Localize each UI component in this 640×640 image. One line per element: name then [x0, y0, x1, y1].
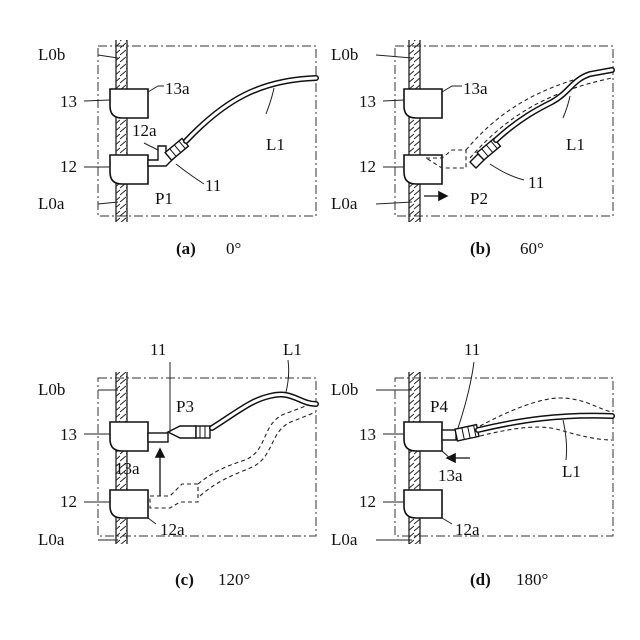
label-l0b: L0b: [38, 45, 65, 64]
label-l1: L1: [283, 340, 302, 359]
ghost-plug: [150, 484, 198, 508]
caption-angle: 0°: [226, 239, 241, 258]
cable-l1: [496, 70, 612, 140]
plug-11: [168, 426, 210, 438]
caption-letter: (d): [470, 570, 491, 589]
rail: [116, 40, 127, 222]
label-l0a: L0a: [331, 530, 358, 549]
label-l0b: L0b: [38, 380, 65, 399]
label-11: 11: [205, 176, 221, 195]
panel-d: 11 L0b P4 13 13a L1 12 12a L0a (d) 180°: [331, 340, 613, 589]
caption-letter: (a): [176, 239, 196, 258]
ghost-cable: [198, 402, 316, 484]
caption-angle: 60°: [520, 239, 544, 258]
rail: [409, 40, 420, 222]
label-11: 11: [528, 173, 544, 192]
connector-block-13: [110, 89, 148, 118]
caption-angle: 120°: [218, 570, 250, 589]
panel-a: L0b 13 13a 12a 12 L0a P1 11 L1 (a) 0°: [38, 40, 316, 258]
ghost-cable: [480, 398, 612, 426]
label-11: 11: [464, 340, 480, 359]
connector-block-12: [404, 155, 442, 184]
caption-angle: 180°: [516, 570, 548, 589]
caption-letter: (c): [175, 570, 194, 589]
caption-letter: (b): [470, 239, 491, 258]
label-12: 12: [359, 157, 376, 176]
label-position: P2: [470, 189, 488, 208]
label-l1: L1: [266, 135, 285, 154]
label-l0b: L0b: [331, 380, 358, 399]
label-13a: 13a: [438, 466, 463, 485]
label-12a: 12a: [455, 520, 480, 539]
label-position: P4: [430, 397, 448, 416]
connector-13a: [442, 430, 456, 440]
label-12a: 12a: [132, 121, 157, 140]
label-11: 11: [150, 340, 166, 359]
label-13a: 13a: [115, 459, 140, 478]
connector-block-13: [110, 422, 148, 451]
label-13a: 13a: [165, 79, 190, 98]
connector-block-12: [110, 490, 148, 518]
panel-b: L0b 13 13a 12 L0a P2 11 L1 (b) 60°: [331, 40, 613, 258]
label-12: 12: [60, 492, 77, 511]
label-12: 12: [60, 157, 77, 176]
connector-block-12: [404, 490, 442, 518]
label-13a: 13a: [463, 79, 488, 98]
label-12: 12: [359, 492, 376, 511]
label-l0a: L0a: [38, 530, 65, 549]
panel-c: 11 L1 L0b P3 13 13a 12 12a L0a (c) 120°: [38, 340, 316, 589]
label-l1: L1: [566, 135, 585, 154]
connector-13a: [148, 433, 168, 442]
connector-block-13: [404, 89, 442, 118]
label-13: 13: [359, 92, 376, 111]
label-l0b: L0b: [331, 45, 358, 64]
connector-block-12: [110, 155, 148, 184]
label-l0a: L0a: [331, 194, 358, 213]
label-l0a: L0a: [38, 194, 65, 213]
label-13: 13: [60, 92, 77, 111]
label-l1: L1: [562, 462, 581, 481]
label-position: P1: [155, 189, 173, 208]
connector-block-13: [404, 422, 442, 451]
label-12a: 12a: [160, 520, 185, 539]
label-13: 13: [359, 425, 376, 444]
label-13: 13: [60, 425, 77, 444]
cable-l1: [186, 78, 316, 141]
label-position: P3: [176, 397, 194, 416]
